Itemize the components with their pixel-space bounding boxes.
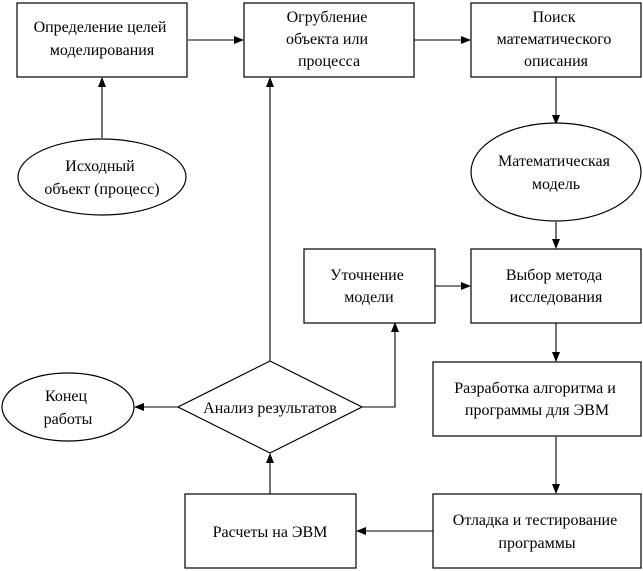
node-calculations: Расчеты на ЭВМ [184,493,357,569]
coarsening-label-line-2: объекта или [286,31,369,48]
node-analysis: Анализ результатов [176,360,364,454]
node-refinement: Уточнение модели [303,248,436,324]
node-end: Конец работы [1,372,135,442]
node-debugging: Отладка и тестирование программы [432,493,642,569]
math-model-label-line-1: Математическая [498,153,611,170]
end-ellipse [1,372,135,442]
source-label-line-1: Исходный [65,158,135,175]
debugging-label-line-2: программы [498,535,575,552]
method-label-line-1: Выбор метода [506,267,602,284]
refinement-label: Уточнение модели [330,267,408,306]
analysis-diamond [176,360,364,454]
coarsening-box [243,2,415,78]
goals-label: Определение целей моделирования [34,19,171,59]
node-math-model: Математическая модель [470,122,642,222]
coarsening-label-line-3: процесса [298,53,360,70]
end-label-line-2: работы [44,411,93,428]
node-coarsening: Огрубление объекта или процесса [243,2,415,78]
end-label: Конец работы [44,388,93,428]
algorithm-label-line-1: Разработка алгоритма и [454,380,616,397]
refinement-label-line-2: модели [344,289,394,306]
source-label: Исходный объект (процесс) [44,158,159,198]
coarsening-label: Огрубление объекта или процесса [286,9,372,70]
end-label-line-1: Конец [45,388,88,405]
node-algorithm: Разработка алгоритма и программы для ЭВМ [432,361,642,437]
method-label-line-2: исследования [510,289,603,306]
calculations-label-line-1: Расчеты на ЭВМ [213,524,328,541]
math-model-label-line-2: модель [532,176,580,193]
node-goals: Определение целей моделирования [16,2,188,78]
math-model-ellipse [470,122,642,222]
debugging-label: Отладка и тестирование программы [453,512,621,552]
search-label-line-3: описания [524,53,589,70]
search-label-line-2: математического [497,31,612,48]
edges [98,36,560,535]
refinement-label-line-1: Уточнение [330,267,404,284]
goals-box [16,2,188,78]
node-search: Поиск математического описания [470,2,642,78]
method-box [470,248,642,324]
search-label: Поиск математического описания [497,9,616,70]
refinement-box [303,248,436,324]
goals-label-line-2: моделирования [50,42,155,59]
algorithm-label: Разработка алгоритма и программы для ЭВМ [454,380,620,419]
node-source: Исходный объект (процесс) [17,138,187,216]
search-box [470,2,642,78]
debugging-label-line-1: Отладка и тестирование [453,512,617,529]
source-ellipse [17,138,187,216]
search-label-line-1: Поиск [533,9,576,26]
coarsening-label-line-1: Огрубление [287,9,368,26]
algorithm-box [432,361,642,437]
source-label-line-2: объект (процесс) [44,181,159,198]
method-label: Выбор метода исследования [506,267,606,306]
calculations-label: Расчеты на ЭВМ [213,524,328,541]
debugging-box [432,493,642,569]
analysis-label: Анализ результатов [203,400,337,417]
calculations-box [184,493,357,569]
edge-analysis-to-refinement [362,322,399,408]
node-method: Выбор метода исследования [470,248,642,324]
math-model-label: Математическая модель [498,153,614,193]
algorithm-label-line-2: программы для ЭВМ [465,402,609,419]
analysis-label-line-1: Анализ результатов [203,400,337,417]
goals-label-line-1: Определение целей [34,19,167,36]
